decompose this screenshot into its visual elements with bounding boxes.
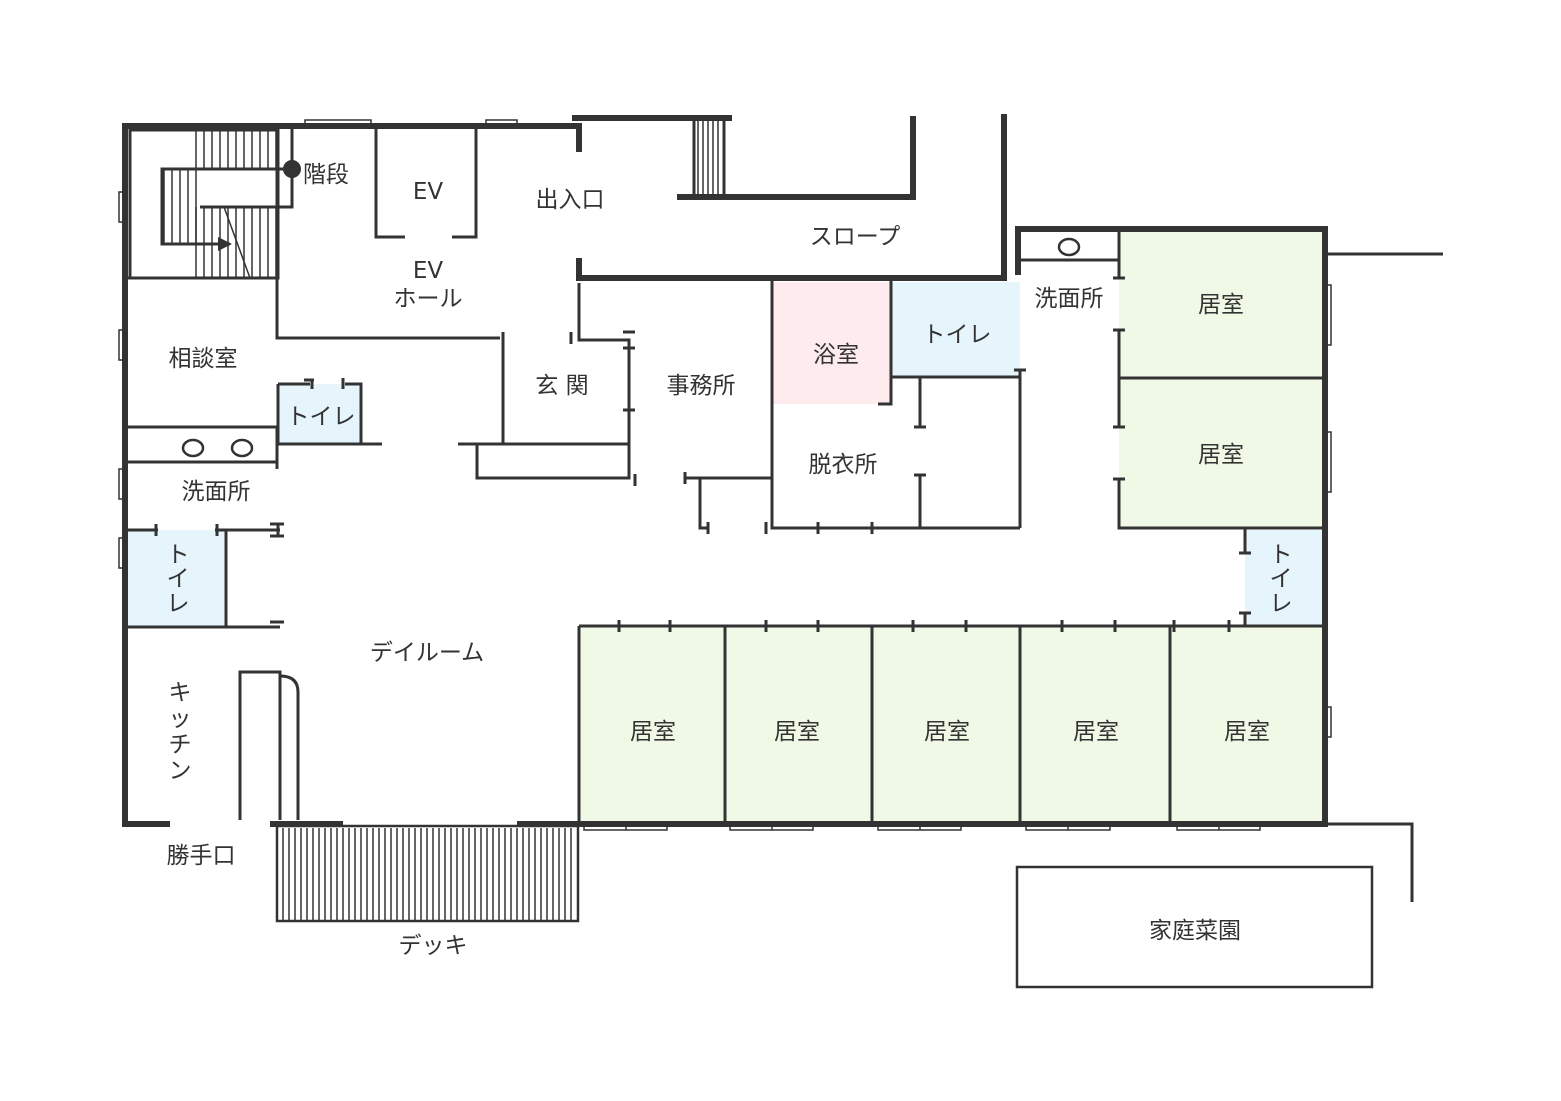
label-entrance-door: 出入口 [536,187,605,213]
room-labels: 階段 EV EV ホール 出入口 スロープ 相談室 トイレ 洗面所 玄 関 事務… [167,162,1293,959]
label-washroom-right: 洗面所 [1035,286,1104,312]
label-toilet-right-2: イ [1270,566,1293,592]
deck [275,824,580,923]
site-lines [1015,252,1443,989]
label-toilet-top: トイレ [923,322,992,348]
label-washroom-left: 洗面所 [182,479,251,505]
inner-walls-genkan [458,283,637,486]
toilet-small-fill [278,384,361,444]
inner-walls-left [128,128,500,629]
label-genkan: 玄 関 [535,373,588,399]
label-bath: 浴室 [813,342,859,368]
staircase [128,128,301,280]
label-deck: デッキ [399,933,468,959]
bedroom-bottom-1-fill [579,626,725,821]
label-kitchen-2: ッ [169,706,192,732]
room-fills [128,232,1323,821]
bedroom-bottom-4-fill [1020,626,1170,821]
label-bedroom-bottom-1: 居室 [630,719,676,745]
sink-icon [1057,237,1081,257]
inner-walls-bottom [577,620,1323,824]
label-bedroom-right-1: 居室 [1198,292,1244,318]
bath-fill [772,282,891,404]
label-garden: 家庭菜園 [1149,918,1241,944]
inner-walls-center [683,237,1119,534]
kitchen-counter [238,670,300,820]
sink-icon-2 [230,438,254,458]
toilet-left-fill [128,530,226,627]
label-kitchen-4: ン [169,758,192,784]
label-ev-hall-1: EV [413,258,444,284]
label-office: 事務所 [667,373,736,399]
label-bedroom-bottom-5: 居室 [1224,719,1270,745]
label-toilet-right-1: ト [1270,542,1293,568]
bedroom-bottom-3-fill [872,626,1020,821]
stairs-marker-icon [283,160,301,178]
bedroom-bottom-2-fill [725,626,872,821]
windows [118,119,1332,831]
garden-box [1015,865,1374,989]
toilet-right-fill [1245,530,1323,626]
label-back-door: 勝手口 [167,843,236,869]
toilet-top-fill [891,282,1020,377]
label-bedroom-right-2: 居室 [1198,442,1244,468]
inner-walls-right [1113,232,1323,626]
label-slope: スロープ [810,224,901,250]
bedroom-right-1-fill [1119,232,1323,378]
label-toilet-left-3: レ [167,591,190,617]
label-kitchen-1: キ [169,680,192,706]
label-stairs: 階段 [303,162,349,188]
label-toilet-small: トイレ [287,404,356,430]
label-ev-hall-2: ホール [394,286,463,312]
label-bedroom-bottom-2: 居室 [774,719,820,745]
label-ev: EV [413,179,444,205]
label-kitchen-3: チ [169,732,192,758]
bedroom-bottom-5-fill [1170,626,1323,821]
label-toilet-right-3: レ [1270,591,1293,617]
label-bedroom-bottom-3: 居室 [924,719,970,745]
label-consult-room: 相談室 [169,346,238,372]
label-toilet-left-1: ト [167,542,190,568]
label-bedroom-bottom-4: 居室 [1073,719,1119,745]
entrance-steps [692,118,726,197]
label-dressing-room: 脱衣所 [809,452,878,478]
label-dayroom: デイルーム [370,640,484,666]
label-toilet-left-2: イ [167,566,190,592]
bedroom-right-2-fill [1119,378,1323,527]
sink-icon-1 [181,438,205,458]
